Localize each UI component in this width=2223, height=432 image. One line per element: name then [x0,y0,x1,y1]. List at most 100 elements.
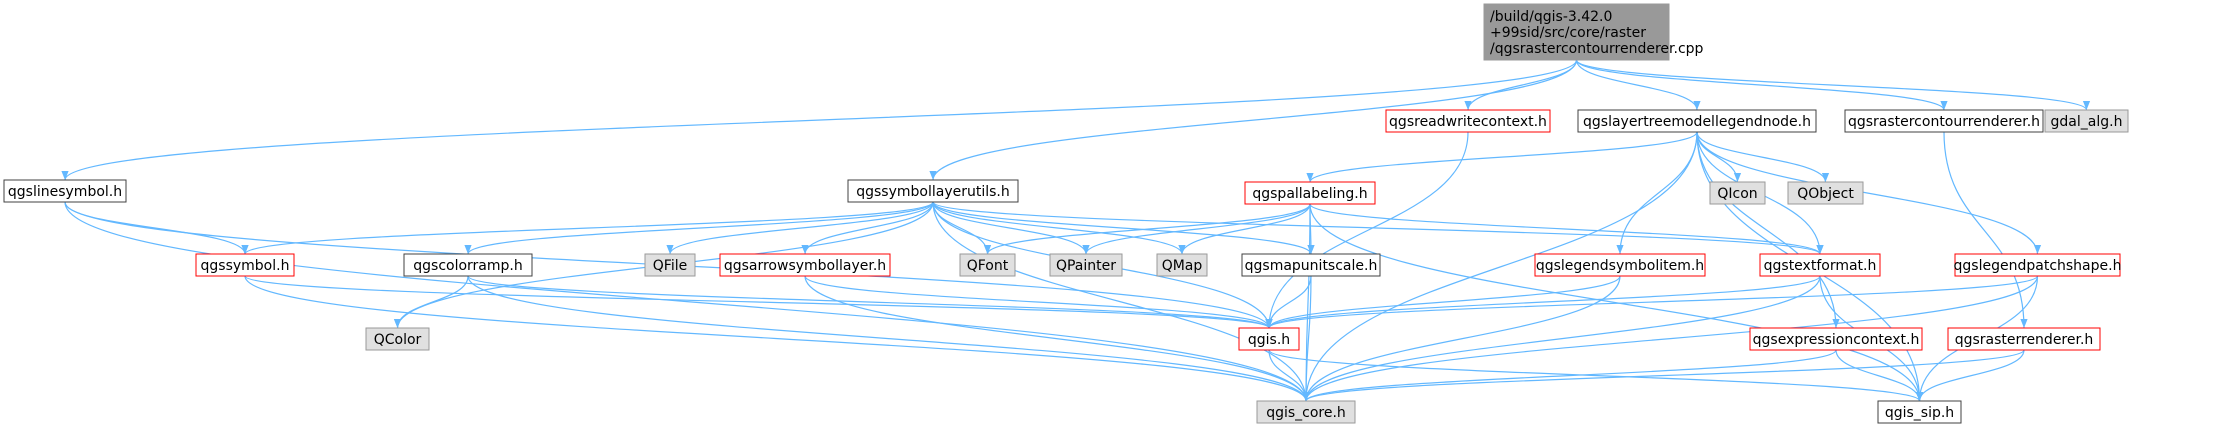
node-label: qgsrastercontourrenderer.h [1848,114,2040,130]
node-box[interactable] [1577,109,1817,133]
node-label: qgsmapunitscale.h [1245,258,1378,274]
node-label: QPainter [1056,258,1116,274]
node-box[interactable] [1244,181,1376,205]
node-label: qgslegendsymbolitem.h [1536,258,1704,274]
node-linesymbol[interactable]: qgslinesymbol.h [3,179,127,203]
edge-expressioncontext-to-qgis_core [1302,349,1837,402]
edge-layertreemodellegendnode-to-qicon [1696,131,1742,183]
node-symbol[interactable]: qgssymbol.h [195,253,295,277]
node-label: qgslegendpatchshape.h [1954,258,2122,274]
node-box[interactable] [1483,3,1670,61]
node-label: /qgsrastercontourrenderer.cpp [1490,41,1704,57]
node-box[interactable] [195,253,295,277]
node-legendpatchshape[interactable]: qgslegendpatchshape.h [1954,253,2122,277]
node-box[interactable] [1534,253,1706,277]
node-readwritecontext[interactable]: qgsreadwritecontext.h [1385,109,1551,133]
node-box[interactable] [644,253,696,277]
edge-expressioncontext-to-qgis_sip [1835,349,1924,402]
node-qpainter[interactable]: QPainter [1049,253,1123,277]
node-textformat[interactable]: qgstextformat.h [1759,253,1881,277]
edge-rasterrenderer-to-qgis_core [1302,349,2025,402]
node-box[interactable] [1877,400,1962,424]
node-label: qgis_core.h [1266,405,1346,421]
node-box[interactable] [1709,181,1766,205]
node-legendsymbolitem[interactable]: qgslegendsymbolitem.h [1534,253,1706,277]
node-box[interactable] [1759,253,1881,277]
edge-symbollayerutils-to-symbol [241,201,934,255]
node-label: qgstextformat.h [1764,258,1877,274]
node-label: qgsexpressioncontext.h [1753,332,1920,348]
node-box[interactable] [1954,253,2121,277]
node-mapunitscale[interactable]: qgsmapunitscale.h [1241,253,1381,277]
node-box[interactable] [1385,109,1551,133]
edge-readwritecontext-to-qgis_h [1265,131,1469,329]
node-gdal_alg[interactable]: gdal_alg.h [2044,109,2129,133]
edge-arrowsymbollayer-to-qgis_h [804,275,1273,329]
edge-pallabeling-to-qpainter [1082,203,1311,255]
edge-symbollayerutils-to-qfile [666,201,934,255]
node-box[interactable] [1844,109,2044,133]
node-pallabeling[interactable]: qgspallabeling.h [1244,181,1376,205]
node-qgis_sip[interactable]: qgis_sip.h [1877,400,1962,424]
node-box[interactable] [1241,253,1381,277]
edge-root-to-linesymbol [61,59,1578,181]
node-label: QIcon [1717,186,1757,202]
node-label: qgsreadwritecontext.h [1389,114,1547,130]
node-qobject[interactable]: QObject [1787,181,1864,205]
node-box[interactable] [1238,327,1300,351]
node-box[interactable] [365,327,430,351]
node-arrowsymbollayer[interactable]: qgsarrowsymbollayer.h [719,253,891,277]
node-label: qgslayertreemodellegendnode.h [1583,114,1811,130]
node-box[interactable] [1947,327,2101,351]
node-qfile[interactable]: QFile [644,253,696,277]
node-qgis_h[interactable]: qgis.h [1238,327,1300,351]
node-box[interactable] [3,179,127,203]
node-rastercontourrenderer_h[interactable]: qgsrastercontourrenderer.h [1844,109,2044,133]
edge-colorramp-to-qgis_core [467,275,1310,402]
node-label: QObject [1797,186,1854,202]
edge-layertreemodellegendnode-to-expressioncontext [1696,131,1840,329]
edge-layertreemodellegendnode-to-pallabeling [1306,131,1698,183]
edge-linesymbol-to-qgis_core [64,201,1310,402]
edge-pallabeling-to-qgis_sip [1309,203,1924,402]
node-box[interactable] [719,253,891,277]
node-symbollayerutils[interactable]: qgssymbollayerutils.h [847,179,1019,203]
edge-mapunitscale-to-qgis_core [1302,275,1312,402]
node-qmap[interactable]: QMap [1156,253,1208,277]
edge-symbollayerutils-to-qgis_core [932,201,1310,402]
edge-legendpatchshape-to-qgis_core [1302,275,2039,402]
node-box[interactable] [1049,253,1123,277]
edge-symbollayerutils-to-qmap [932,201,1186,255]
node-root[interactable]: /build/qgis-3.42.0+99sid/src/core/raster… [1483,3,1704,61]
node-label: +99sid/src/core/raster [1490,25,1646,41]
edge-textformat-to-qgis_h [1265,275,1821,329]
node-layertreemodellegendnode[interactable]: qgslayertreemodellegendnode.h [1577,109,1817,133]
edge-root-to-rastercontourrenderer_h [1575,59,1948,111]
node-label: qgslinesymbol.h [8,184,122,200]
edge-symbollayerutils-to-textformat [932,201,1824,255]
node-label: QColor [374,332,422,348]
node-box[interactable] [1749,327,1923,351]
edge-layertreemodellegendnode-to-qobject [1696,131,1830,183]
node-qfont[interactable]: QFont [959,253,1016,277]
node-rasterrenderer[interactable]: qgsrasterrenderer.h [1947,327,2101,351]
node-qgis_core[interactable]: qgis_core.h [1256,400,1356,424]
edge-legendsymbolitem-to-qgis_h [1265,275,1621,329]
node-box[interactable] [1787,181,1864,205]
node-expressioncontext[interactable]: qgsexpressioncontext.h [1749,327,1923,351]
edge-legendsymbolitem-to-qgis_core [1302,275,1621,402]
node-qicon[interactable]: QIcon [1709,181,1766,205]
edge-layertreemodellegendnode-to-legendpatchshape [1696,131,2042,255]
edge-arrowsymbollayer-to-qgis_core [804,275,1310,402]
node-box[interactable] [1156,253,1208,277]
edge-layertreemodellegendnode-to-qgis_core [1302,131,1698,402]
node-box[interactable] [1256,400,1356,424]
node-box[interactable] [2044,109,2129,133]
node-box[interactable] [847,179,1019,203]
node-box[interactable] [403,253,533,277]
node-label: QMap [1162,258,1203,274]
node-colorramp[interactable]: qgscolorramp.h [403,253,533,277]
node-box[interactable] [959,253,1016,277]
node-qcolor[interactable]: QColor [365,327,430,351]
